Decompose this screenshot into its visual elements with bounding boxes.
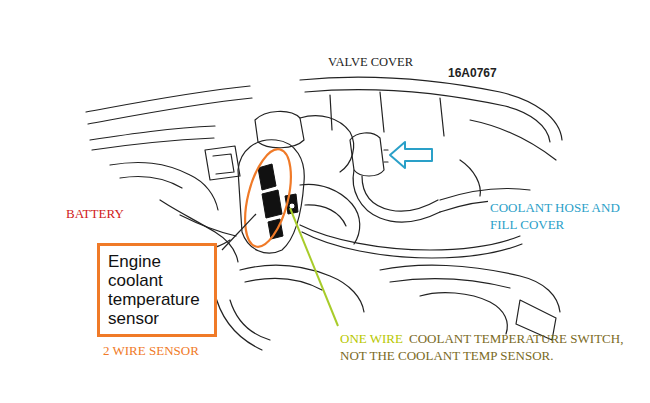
note-label: ONE WIRE xyxy=(338,330,405,347)
engine-sketch-part xyxy=(300,77,562,140)
engine-sketch-part xyxy=(384,150,388,162)
engine-sketch-part xyxy=(92,138,214,150)
engine-sketch-part xyxy=(390,279,510,288)
engine-sketch-part xyxy=(213,154,234,174)
sensor-connectors-part xyxy=(262,190,282,218)
label-box: Engine coolant temperature sensor xyxy=(97,243,217,337)
engine-sketch-part xyxy=(305,205,346,226)
sensor-leader-line xyxy=(222,214,256,250)
engine-sketch-part xyxy=(255,111,304,147)
engine-sketch-part xyxy=(86,86,250,112)
engine-sketch-part xyxy=(240,265,364,312)
engine-sketch-part xyxy=(88,98,252,124)
engine-sketch-part xyxy=(205,146,240,180)
sensor-connectors-part xyxy=(258,164,276,190)
part-label: COOLANT HOSE AND FILL COVER xyxy=(488,199,642,233)
engine-sketch-part xyxy=(214,290,262,350)
box-text: Engine coolant temperature sensor xyxy=(108,252,206,328)
engine-sketch-part xyxy=(245,278,322,290)
engine-sketch-part xyxy=(230,300,270,340)
note-label: 2 WIRE SENSOR xyxy=(101,342,201,359)
engine-sketch-part xyxy=(460,160,480,196)
engine-sketch-part xyxy=(120,176,182,188)
sensor-highlight-ellipse xyxy=(236,145,299,252)
engine-sketch-part xyxy=(180,215,236,236)
part-label: VALVE COVER xyxy=(326,54,415,71)
engine-sketch-part xyxy=(350,133,384,176)
engine-sketch-part xyxy=(90,126,215,140)
engine-sketch-part xyxy=(470,120,556,160)
engine-sketch-part xyxy=(353,170,440,222)
engine-sketch-part xyxy=(362,176,438,211)
engine-sketch-part xyxy=(380,265,560,312)
engine-sketch-part xyxy=(302,232,522,258)
switch-leader-line xyxy=(290,208,338,326)
engine-sketch-part xyxy=(420,293,507,334)
engine-sketch-part xyxy=(300,225,520,250)
coolant-hose-arrow xyxy=(390,142,432,168)
part-label: BATTERY xyxy=(64,205,126,222)
engine-sketch-part xyxy=(330,92,444,136)
engine-sketch-part xyxy=(300,116,354,172)
note-label: COOLANT TEMPERATURE SWITCH, NOT THE COOL… xyxy=(338,330,642,364)
figure-number: 16A0767 xyxy=(446,65,499,82)
